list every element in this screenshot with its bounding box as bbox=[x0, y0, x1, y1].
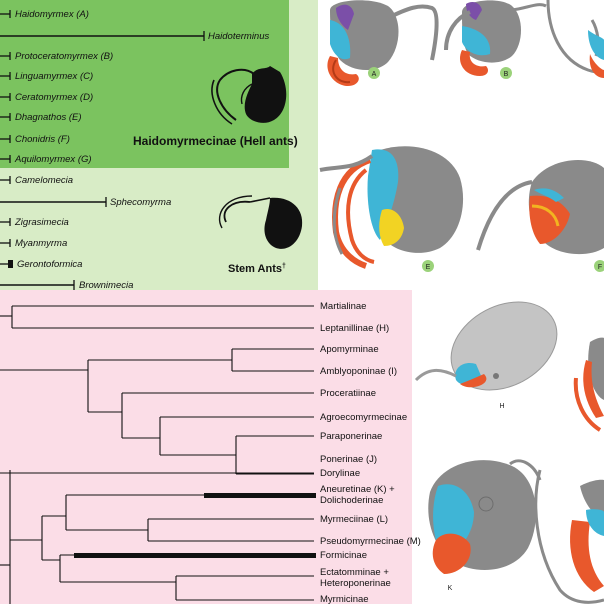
taxon-label: Haidomyrmex (A) bbox=[15, 9, 89, 20]
crown-ants-background bbox=[0, 290, 412, 604]
taxon-label: Chonidris (F) bbox=[15, 134, 70, 145]
gerontoformica-marker bbox=[8, 260, 13, 268]
taxon-label: Sphecomyrma bbox=[110, 197, 171, 208]
subfamily-label: Apomyrminae bbox=[320, 344, 379, 355]
subfamily-label: Paraponerinae bbox=[320, 431, 382, 442]
subfamily-label: Myrmeciinae (L) bbox=[320, 514, 388, 525]
ant-head-b-illustration bbox=[444, 0, 547, 79]
panel-label: E bbox=[426, 264, 431, 271]
panel-label: B bbox=[504, 71, 509, 78]
ant-head-c-partial-illustration bbox=[546, 0, 604, 78]
ant-head-i-partial-illustration bbox=[573, 337, 604, 432]
formicinae-range-bar bbox=[74, 553, 316, 558]
ant-head-h-illustration bbox=[414, 301, 558, 391]
subfamily-label: Agroecomyrmecinae bbox=[320, 412, 407, 423]
panel-label: K bbox=[448, 585, 453, 592]
hell-ant-silhouette-icon bbox=[211, 66, 287, 125]
taxon-label: Linguamyrmex (C) bbox=[15, 71, 93, 82]
subfamily-label: Dorylinae bbox=[320, 468, 360, 479]
hell-ants-background bbox=[0, 0, 289, 168]
subfamily-label: Amblyoponinae (I) bbox=[320, 366, 397, 377]
ant-head-l-partial-illustration bbox=[534, 469, 604, 604]
dolichoderinae-range-bar bbox=[204, 493, 316, 498]
subfamily-label: Formicinae bbox=[320, 550, 367, 561]
crown-subfamily-labels: Martialinae Leptanillinae (H) Apomyrmina… bbox=[320, 301, 421, 604]
hell-ants-title: Haidomyrmecinae (Hell ants) bbox=[133, 134, 298, 148]
stem-tree-branches bbox=[0, 10, 205, 290]
panel-label: F bbox=[598, 264, 602, 271]
taxon-label: Dhagnathos (E) bbox=[15, 112, 82, 123]
taxon-label: Myanmyrma bbox=[15, 238, 67, 249]
ant-head-f-illustration bbox=[476, 159, 604, 272]
stem-ant-taxa: Camelomecia Sphecomyrma Zigrasimecia Mya… bbox=[14, 175, 171, 291]
taxon-label: Gerontoformica bbox=[17, 259, 82, 270]
ant-head-k-illustration bbox=[428, 459, 542, 574]
ant-head-e-illustration bbox=[319, 146, 464, 272]
subfamily-label: Dolichoderinae bbox=[320, 495, 383, 506]
subfamily-label: Proceratiinae bbox=[320, 388, 376, 399]
subfamily-label: Leptanillinae (H) bbox=[320, 323, 389, 334]
fossil-range-bars bbox=[74, 493, 316, 558]
panel-label: H bbox=[499, 403, 504, 410]
taxon-label: Haidoterminus bbox=[208, 31, 269, 42]
taxon-label: Camelomecia bbox=[15, 175, 73, 186]
subfamily-label: Ectatomminae + bbox=[320, 567, 389, 578]
taxon-label: Ceratomyrmex (D) bbox=[15, 92, 93, 103]
taxon-label: Brownimecia bbox=[79, 280, 133, 291]
panel-label: A bbox=[372, 71, 377, 78]
taxon-label: Zigrasimecia bbox=[14, 217, 69, 228]
stem-ants-title: Stem Ants† bbox=[228, 263, 286, 275]
taxon-label: Aquilomyrmex (G) bbox=[14, 154, 92, 165]
hell-ant-taxa: Haidomyrmex (A) Haidoterminus Protocerat… bbox=[14, 9, 269, 165]
stem-ant-silhouette-icon bbox=[218, 195, 303, 249]
taxon-label: Protoceratomyrmex (B) bbox=[15, 51, 113, 62]
subfamily-label: Pseudomyrmecinae (M) bbox=[320, 536, 421, 547]
subfamily-label: Aneuretinae (K) + bbox=[320, 484, 395, 495]
subfamily-label: Heteroponerinae bbox=[320, 578, 391, 589]
subfamily-label: Ponerinae (J) bbox=[320, 454, 377, 465]
ant-head-a-illustration bbox=[327, 0, 439, 86]
subfamily-label: Myrmicinae bbox=[320, 594, 369, 604]
subfamily-label: Martialinae bbox=[320, 301, 366, 312]
